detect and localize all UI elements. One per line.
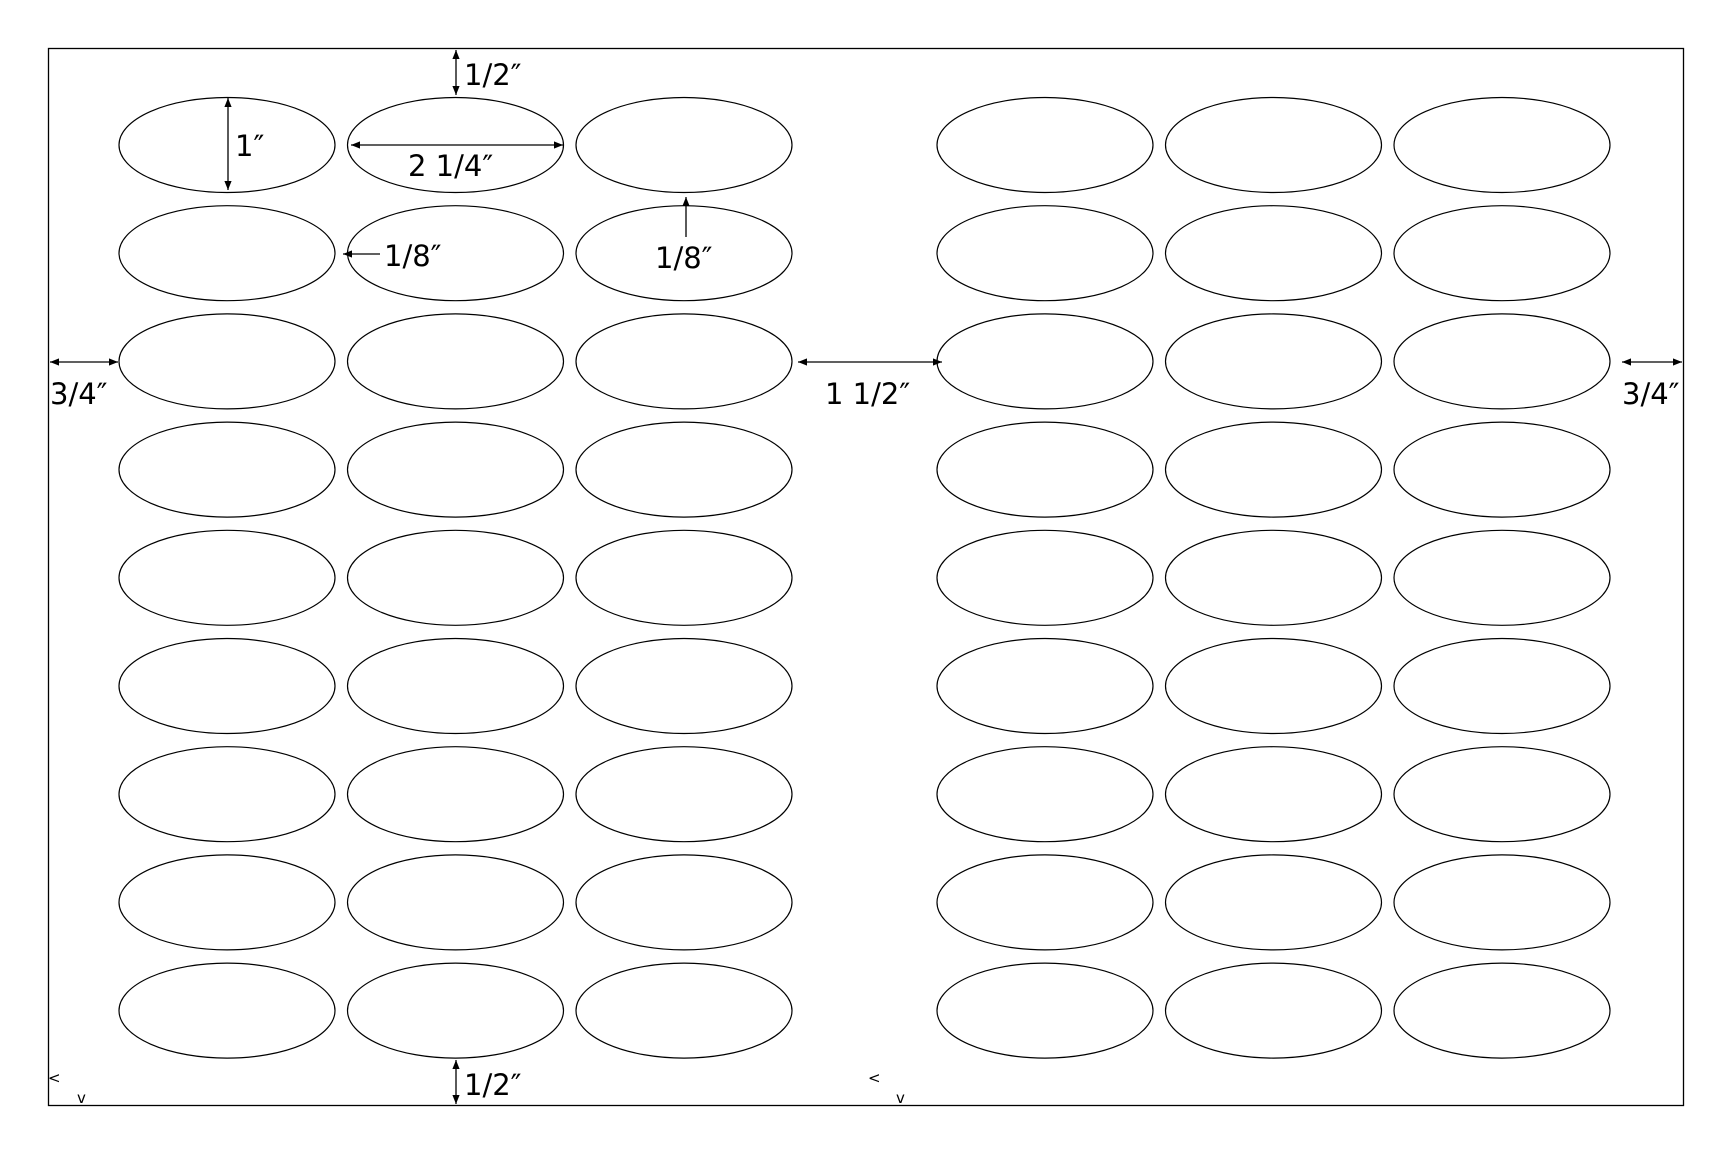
oval-label: [346, 205, 565, 302]
oval-label: [346, 529, 565, 626]
oval-label: [936, 313, 1154, 410]
oval-label: [1393, 854, 1611, 951]
oval-label: [346, 962, 565, 1059]
oval-label: [118, 637, 336, 735]
label-height-dimension: 1″: [224, 98, 264, 190]
oval-label: [118, 96, 336, 194]
oval-label: [1393, 205, 1611, 302]
oval-label: [118, 421, 336, 518]
oval-label: [118, 962, 336, 1059]
top-margin-label: 1/2″: [464, 58, 522, 92]
label-height-label: 1″: [235, 129, 264, 163]
oval-label: [118, 529, 336, 626]
center-gutter-label: 1 1/2″: [825, 377, 910, 411]
horizontal-gap-label: 1/8″: [384, 239, 442, 273]
corner-mark-down-arrow: v: [896, 1089, 905, 1107]
oval-label: [575, 421, 793, 518]
oval-label: [575, 529, 793, 626]
oval-label: [1164, 529, 1383, 626]
oval-label: [346, 746, 565, 843]
oval-label: [936, 421, 1154, 518]
oval-label: [1393, 637, 1611, 735]
bottom-margin-dimension: 1/2″: [452, 1060, 522, 1104]
oval-label: [346, 313, 565, 410]
oval-label: [936, 854, 1154, 951]
right-margin-dimension: 3/4″: [1622, 358, 1682, 411]
oval-label: [1164, 313, 1383, 410]
oval-label: [346, 96, 565, 194]
label-width-label: 2 1/4″: [408, 149, 493, 183]
oval-label: [1393, 529, 1611, 626]
top-margin-dimension: 1/2″: [452, 50, 522, 95]
oval-label: [575, 313, 793, 410]
oval-label: [936, 962, 1154, 1059]
oval-label: [1393, 96, 1611, 194]
oval-label: [118, 205, 336, 302]
label-grid: [118, 96, 1611, 1059]
oval-label: [1393, 313, 1611, 410]
bottom-margin-label: 1/2″: [464, 1068, 522, 1102]
oval-label: [1164, 205, 1383, 302]
corner-mark-down-arrow: v: [77, 1089, 86, 1107]
oval-label: [1164, 962, 1383, 1059]
oval-label: [346, 637, 565, 735]
oval-label: [118, 746, 336, 843]
sheet-border: [47, 47, 1685, 1107]
center-gutter-dimension: 1 1/2″: [798, 358, 942, 411]
oval-label: [346, 854, 565, 951]
oval-label: [1164, 96, 1383, 194]
left-margin-label: 3/4″: [50, 377, 108, 411]
oval-label: [1393, 962, 1611, 1059]
corner-mark-left-arrow: <: [868, 1069, 881, 1087]
oval-label: [936, 529, 1154, 626]
oval-label: [575, 96, 793, 194]
oval-label: [1393, 746, 1611, 843]
oval-label: [346, 421, 565, 518]
oval-label: [1164, 854, 1383, 951]
corner-marks-center: < v: [868, 1069, 905, 1107]
label-width-dimension: 2 1/4″: [351, 141, 563, 183]
corner-marks-left: < v: [48, 1069, 86, 1107]
oval-label: [1164, 421, 1383, 518]
oval-label: [1393, 421, 1611, 518]
oval-label: [936, 637, 1154, 735]
right-margin-label: 3/4″: [1622, 377, 1680, 411]
corner-mark-left-arrow: <: [48, 1069, 61, 1087]
oval-label: [575, 746, 793, 843]
oval-label: [575, 637, 793, 735]
oval-label: [575, 854, 793, 951]
oval-label: [1164, 746, 1383, 843]
oval-label: [936, 205, 1154, 302]
left-margin-dimension: 3/4″: [50, 358, 118, 411]
oval-label: [936, 96, 1154, 194]
oval-label: [936, 746, 1154, 843]
vertical-gap-label: 1/8″: [655, 241, 713, 275]
oval-label: [575, 962, 793, 1059]
oval-label: [118, 313, 336, 410]
horizontal-gap-dimension: 1/8″: [343, 239, 442, 273]
vertical-gap-dimension: 1/8″: [655, 197, 713, 275]
oval-label: [118, 854, 336, 951]
oval-label: [1164, 637, 1383, 735]
